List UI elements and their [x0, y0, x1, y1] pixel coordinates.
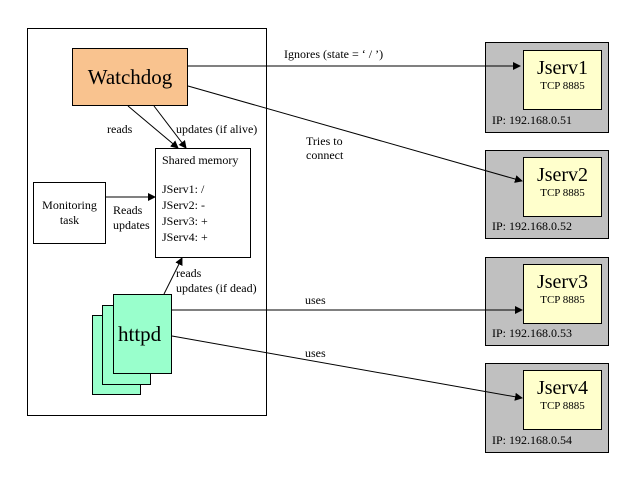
shared-memory-node: Shared memory JServ1: / JServ2: - JServ3…	[155, 148, 251, 258]
jserv3-host: Jserv3 TCP 8885 IP: 192.168.0.53	[485, 257, 609, 346]
httpd-label: httpd	[118, 322, 162, 346]
shared-memory-title: Shared memory	[162, 153, 239, 167]
jserv2-box: Jserv2 TCP 8885	[523, 157, 602, 217]
monitoring-label-line1: Monitoring	[42, 198, 97, 212]
jserv4-ip: IP: 192.168.0.54	[492, 433, 573, 447]
jserv1-ip: IP: 192.168.0.51	[492, 113, 573, 127]
monitoring-task-node: Monitoring task	[33, 182, 106, 244]
jserv3-port: TCP 8885	[540, 294, 585, 306]
jserv4-host: Jserv4 TCP 8885 IP: 192.168.0.54	[485, 363, 609, 453]
label-httpd-reads: reads	[176, 266, 202, 280]
jserv1-box: Jserv1 TCP 8885	[523, 50, 602, 110]
label-ignores: Ignores (state = ‘ / ’)	[284, 47, 384, 61]
jserv1-port: TCP 8885	[540, 80, 585, 92]
shared-memory-entry: JServ1: /	[162, 182, 205, 196]
label-reads-updates-line2: updates	[113, 218, 150, 232]
shared-memory-entry: JServ3: +	[162, 214, 208, 228]
label-reads-updates-line1: Reads	[113, 203, 143, 217]
watchdog-label: Watchdog	[87, 64, 173, 89]
label-tries-line2: connect	[306, 148, 344, 162]
jserv2-name: Jserv2	[536, 164, 589, 186]
httpd-node	[113, 294, 172, 374]
edge-watchdog-reads	[127, 105, 179, 149]
jserv4-name: Jserv4	[536, 377, 589, 399]
label-uses-jserv4: uses	[305, 346, 326, 360]
label-tries-line1: Tries to	[306, 134, 343, 148]
edge-watchdog-updates	[153, 105, 187, 149]
jserv2-host: Jserv2 TCP 8885 IP: 192.168.0.52	[485, 150, 609, 239]
jserv2-ip: IP: 192.168.0.52	[492, 219, 573, 233]
shared-memory-entry: JServ4: +	[162, 230, 208, 244]
jserv2-port: TCP 8885	[540, 187, 585, 199]
label-uses-jserv3: uses	[305, 293, 326, 307]
shared-memory-entry: JServ2: -	[162, 198, 205, 212]
label-httpd-updates-dead: updates (if dead)	[176, 281, 257, 295]
jserv1-host: Jserv1 TCP 8885 IP: 192.168.0.51	[485, 42, 609, 133]
edge-httpd-shm	[163, 257, 183, 295]
label-watchdog-reads: reads	[107, 122, 133, 136]
jserv1-name: Jserv1	[536, 57, 589, 79]
jserv3-name: Jserv3	[536, 271, 589, 293]
jserv3-ip: IP: 192.168.0.53	[492, 326, 573, 340]
edge-watchdog-jserv2	[187, 85, 523, 183]
jserv4-port: TCP 8885	[540, 400, 585, 412]
jserv4-box: Jserv4 TCP 8885	[523, 370, 602, 430]
label-watchdog-updates-alive: updates (if alive)	[176, 122, 258, 136]
jserv3-box: Jserv3 TCP 8885	[523, 264, 602, 324]
edge-httpd-jserv4	[171, 335, 523, 401]
watchdog-node: Watchdog	[72, 48, 188, 106]
monitoring-label-line2: task	[59, 213, 80, 227]
